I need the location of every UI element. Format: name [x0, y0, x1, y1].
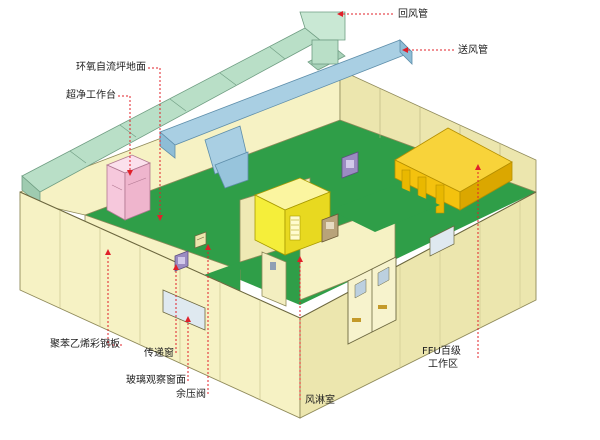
- label-air-shower: 风淋室: [305, 395, 335, 406]
- leader-lines: [107, 13, 479, 400]
- label-observation-window: 玻璃观察窗面: [126, 375, 186, 386]
- leader-arrows: [105, 11, 481, 322]
- label-return-duct: 回风管: [398, 9, 428, 20]
- wall-equipment-box: [341, 151, 359, 179]
- interior-door: [261, 251, 287, 307]
- label-clean-bench: 超净工作台: [66, 90, 116, 101]
- air-shower-room: [254, 177, 332, 256]
- label-pass-box: 传递窗: [144, 348, 174, 359]
- supply-duct: [159, 39, 413, 189]
- label-epoxy-floor: 环氧自流坪地面: [76, 62, 146, 73]
- epoxy-floor-right: [330, 185, 440, 232]
- label-ffu-zone-line1: FFU百级: [422, 346, 461, 357]
- label-ps-panel: 聚苯乙烯彩钢板: [50, 339, 120, 350]
- front-right-seams: [399, 201, 521, 368]
- clean-bench: [105, 154, 152, 221]
- label-pressure-valve: 余压阀: [176, 389, 206, 400]
- label-supply-duct: 送风管: [458, 45, 488, 56]
- observation-window: [162, 289, 206, 331]
- shower-control-box: [321, 213, 339, 243]
- label-ffu-zone-line2: 工作区: [428, 359, 458, 370]
- right-wall-window: [429, 225, 455, 257]
- main-double-door: [347, 256, 397, 345]
- ffu-zone: [394, 127, 513, 214]
- pressure-valve: [194, 231, 207, 249]
